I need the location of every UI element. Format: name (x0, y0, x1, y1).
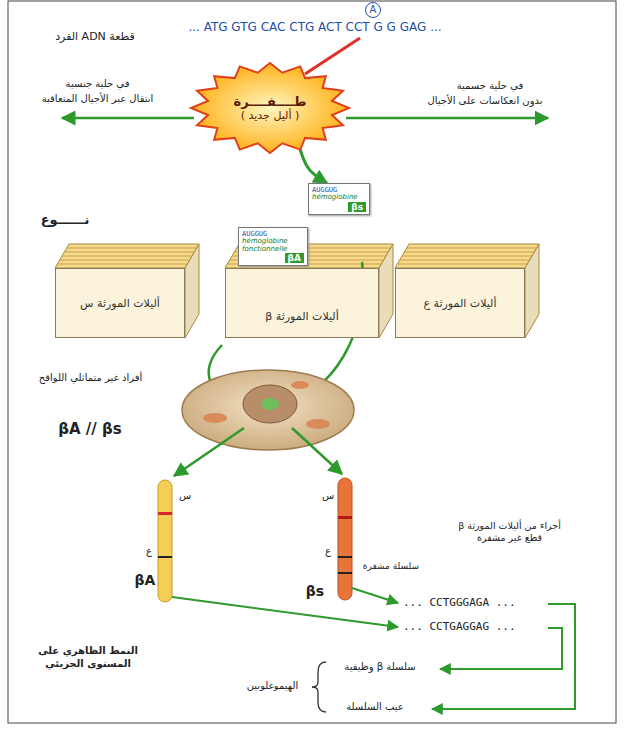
sequence-text: ... CCTGAGGAG ... (403, 620, 545, 634)
somatic-arrow (346, 117, 548, 120)
section-label: نــــــوع (25, 212, 105, 228)
card-edge (57, 264, 187, 265)
note-text: أجزاء من أليلات المورثة β قطع غير مشفرة (452, 520, 567, 544)
mitochondrion (291, 381, 309, 389)
nucleus (243, 385, 297, 423)
note-text: بدون انعكاسات على الأجيال (405, 95, 565, 108)
cell (182, 370, 354, 450)
protein-label: الهيموغلوبين (235, 680, 310, 693)
note-text: أفراد غير متماثلي اللواقح (28, 372, 153, 385)
sequence-arrow (172, 597, 398, 627)
chromosome-band (158, 556, 172, 558)
node-text: أليلات المورثة ع (424, 297, 497, 310)
locus-label: س (321, 490, 335, 503)
inserted-base: A (365, 2, 381, 18)
box-side (185, 244, 199, 338)
genotype-label: βA // βs (40, 420, 140, 439)
allele-box: أليلات المورثة س (55, 268, 185, 338)
note-text: في خلية جسمية (420, 80, 560, 93)
note-text: سلسلة مشفرة (355, 561, 427, 572)
card-edge (402, 256, 532, 257)
starburst-shape (191, 63, 349, 153)
mitochondrion (306, 419, 330, 429)
chromosome-band (338, 556, 352, 558)
mutation-starburst: طــــفــــرة( أليل جديد ) (190, 62, 350, 154)
box-side (379, 244, 393, 338)
node-text: βs (348, 202, 366, 212)
card-edge (64, 252, 194, 253)
allele-box: AUGGUGhémoglobine fonctionnelleβAAUGGUGh… (225, 268, 379, 338)
chain-label: سلسلة β وظيفية (330, 661, 430, 674)
allele-box: أليلات المورثة ع (395, 268, 525, 338)
dna-sequence: ... ATG GTG CAC CTG ACT CCT G G GAG ... (170, 20, 460, 35)
node-text: أليلات المورثة س (80, 297, 160, 310)
mutation-pointer (305, 38, 360, 74)
card-edge (62, 256, 192, 257)
card-edge (407, 248, 537, 249)
chromosome (338, 478, 352, 600)
chromosome (158, 480, 172, 602)
nucleolus (261, 398, 279, 410)
locus-label: ع (142, 545, 156, 558)
chain-label: عيب السلسلة (330, 701, 420, 714)
allele-label: βs (300, 583, 330, 601)
sequence-arrow (352, 588, 398, 603)
node-text: ( أليل جديد ) (241, 109, 300, 122)
box-lids (55, 244, 539, 338)
card-edge (67, 248, 197, 249)
frame (8, 1, 616, 723)
chromosome-band (158, 512, 172, 515)
card-stack (55, 244, 199, 268)
allele-card: AUGGUGhémoglobineβs (308, 183, 370, 215)
chromosome-band (338, 516, 352, 519)
phenotype-label: النمط الظاهري على المستوى الجزيئي (28, 645, 148, 670)
allele-card: AUGGUGhémoglobine fonctionnelleβA (238, 227, 308, 266)
card-stack (395, 244, 539, 268)
node-text: hémoglobine fonctionnelle (242, 238, 304, 253)
sequence-text: ... CCTGGGAGA ... (403, 596, 545, 610)
chromosome-band (338, 572, 352, 574)
note-text: انتقال عبر الأجيال المتعاقبة (30, 93, 165, 106)
note-text: في خلية جنسية (40, 78, 155, 91)
locus-label: ع (321, 545, 335, 558)
germ-arrow (62, 117, 194, 120)
node-text: hémoglobine (312, 194, 366, 202)
card-edge (397, 264, 527, 265)
mitochondrion (203, 413, 227, 423)
node-text: طــــفــــرة (234, 94, 307, 109)
card-edge (60, 260, 190, 261)
node-text: βA (285, 253, 304, 263)
brace (312, 662, 326, 712)
chromosome-arrow (174, 428, 244, 476)
allele-label: βA (130, 572, 160, 590)
dna-caption: قطعة ADN الفرد (40, 30, 150, 44)
phenotype-arrow (440, 628, 562, 669)
box-side (525, 244, 539, 338)
card-edge (400, 260, 530, 261)
node-text: AUGGUG (312, 186, 366, 194)
phenotype-arrow (432, 604, 575, 709)
mutation-arrow (300, 150, 327, 183)
locus-label: س (178, 490, 192, 503)
card-edge (404, 252, 534, 253)
chromosome-arrow (292, 428, 342, 474)
node-text: AUGGUG (242, 230, 304, 238)
node-text: أليلات المورثة β (265, 310, 338, 323)
